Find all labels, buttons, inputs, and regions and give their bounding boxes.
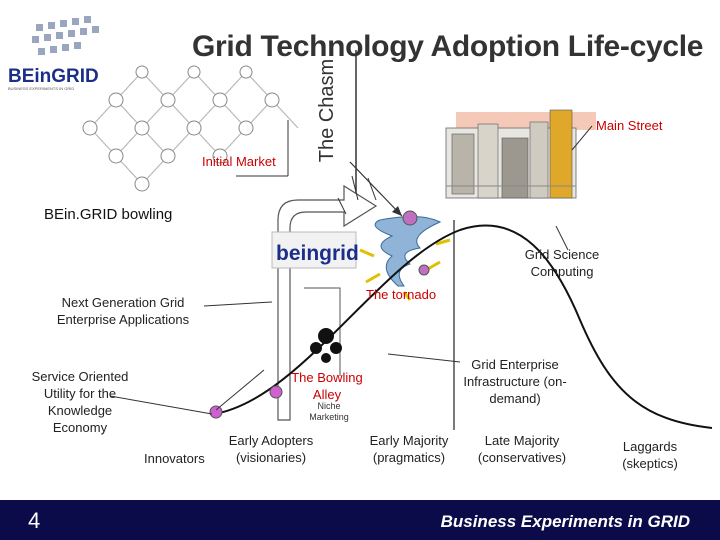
segment-late-majority: Late Majority (conservatives) xyxy=(477,433,567,465)
pyramid-icon-nodes xyxy=(82,65,280,192)
tornado-pointer xyxy=(349,161,403,217)
main-street-line xyxy=(571,125,593,151)
service-oriented-label: Service Oriented Utility for the Knowled… xyxy=(31,369,129,435)
logo-text: BEinGRID xyxy=(8,66,99,87)
main-street-label: Main Street xyxy=(596,118,663,133)
service-pointer xyxy=(109,395,213,415)
segment-innovators: Innovators xyxy=(144,451,205,466)
footer-bar xyxy=(0,500,720,540)
chasm-label: The Chasm xyxy=(300,30,356,190)
page-title: Grid Technology Adoption Life-cycle xyxy=(192,30,704,63)
grid-enterprise-pointer xyxy=(387,353,461,363)
tornado-label: The tornado xyxy=(366,287,437,302)
service-pointer-2 xyxy=(215,369,265,411)
page-number: 4 xyxy=(28,508,41,533)
chasm-text: The Chasm xyxy=(316,58,339,162)
marker-innovators xyxy=(209,405,223,419)
bowling-ball-icon xyxy=(310,328,342,363)
logo-mesh xyxy=(32,16,99,55)
tornado-icon xyxy=(359,210,451,301)
segment-early-adopters: Early Adopters (visionaries) xyxy=(228,433,314,465)
bowling-title: BEin.GRID bowling xyxy=(44,206,173,223)
segment-early-majority: Early Majority (pragmatics) xyxy=(369,433,449,465)
grid-enterprise-label: Grid Enterprise Infrastructure (on-deman… xyxy=(463,357,567,406)
beingrid-sign xyxy=(271,231,357,269)
next-gen-label: Next Generation Grid Enterprise Applicat… xyxy=(56,295,190,327)
grid-science-label: Grid Science Computing xyxy=(524,247,600,279)
segment-laggards: Laggards (skeptics) xyxy=(622,439,678,471)
niche-label: Niche Marketing xyxy=(309,401,349,422)
logo-tagline: BUSINESS EXPERIMENTS IN GRID xyxy=(8,86,74,91)
bowling-arrow xyxy=(277,184,378,421)
grid-science-pointer xyxy=(555,225,569,251)
adoption-curve xyxy=(213,224,713,429)
beingrid-sign-text: beingrid xyxy=(276,242,359,265)
marker-early-adopters xyxy=(269,385,283,399)
initial-market-label: Initial Market xyxy=(202,154,276,169)
city-skyline-icon xyxy=(445,109,596,199)
bowling-alley-label: The Bowling Alley xyxy=(291,370,363,402)
footer-text: Business Experiments in GRID xyxy=(440,512,690,531)
next-gen-pointer xyxy=(203,301,273,307)
